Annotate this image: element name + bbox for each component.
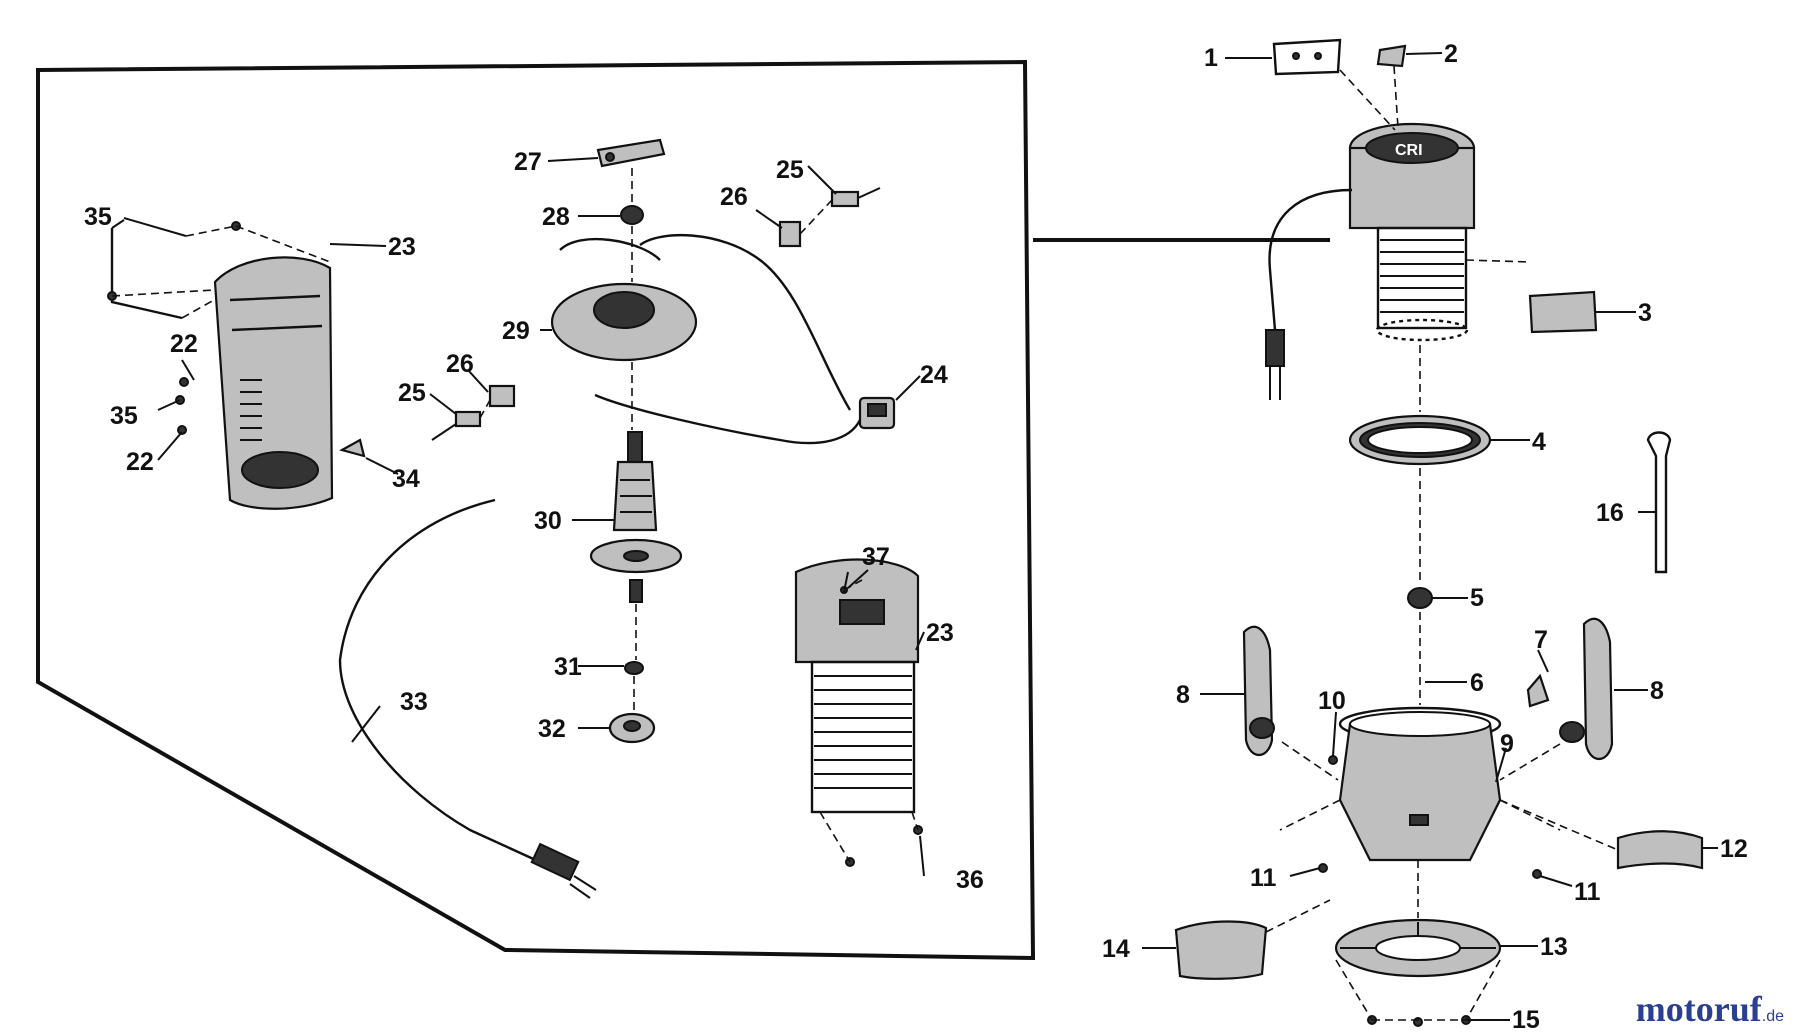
callout-28: 28 xyxy=(542,203,570,231)
callout-8-right: 8 xyxy=(1650,677,1664,705)
motor-housing: CRI xyxy=(1348,122,1476,342)
callout-3: 3 xyxy=(1638,299,1652,327)
watermark-tld: .de xyxy=(1761,1008,1784,1025)
callout-22-upper: 22 xyxy=(170,330,198,358)
chip-shield-14 xyxy=(1174,920,1268,980)
locking-ring xyxy=(1348,414,1492,466)
callout-9: 9 xyxy=(1500,730,1514,758)
callout-35-lower: 35 xyxy=(110,402,138,430)
bearing-32 xyxy=(608,712,656,744)
wrench-16 xyxy=(1646,431,1672,574)
brush-holder-24 xyxy=(858,396,896,430)
callout-1: 1 xyxy=(1204,44,1218,72)
brush-spring-27 xyxy=(596,138,666,168)
callout-23-left: 23 xyxy=(388,233,416,261)
callout-29: 29 xyxy=(502,317,530,345)
callout-16: 16 xyxy=(1596,499,1624,527)
callout-14: 14 xyxy=(1102,935,1130,963)
washer-31 xyxy=(624,661,644,675)
callout-24: 24 xyxy=(920,361,948,389)
housing-right-23 xyxy=(794,558,920,814)
callout-15: 15 xyxy=(1512,1006,1540,1034)
callout-4: 4 xyxy=(1532,428,1546,456)
callout-2: 2 xyxy=(1444,40,1458,68)
callout-numbers: 1 2 3 4 5 6 7 8 8 9 10 11 11 12 13 14 15… xyxy=(84,40,1748,1034)
field-29 xyxy=(550,237,698,362)
sub-base-13 xyxy=(1334,918,1502,978)
depth-knob-7 xyxy=(1526,673,1550,708)
callout-22-lower: 22 xyxy=(126,448,154,476)
depth-scale-12 xyxy=(1616,830,1704,870)
cooling-fins xyxy=(1380,239,1464,313)
label-plate-1 xyxy=(1272,38,1342,76)
collet-nut xyxy=(1407,587,1433,609)
callout-25-lower: 25 xyxy=(398,379,426,407)
callout-12: 12 xyxy=(1720,835,1748,863)
bearing-28 xyxy=(620,205,644,225)
callout-5: 5 xyxy=(1470,584,1484,612)
callout-26-upper: 26 xyxy=(720,183,748,211)
callout-31: 31 xyxy=(554,653,582,681)
handle-left xyxy=(1242,625,1275,757)
lead-wire-upper xyxy=(639,233,852,411)
armature-30 xyxy=(589,431,683,603)
watermark-brand: motoruf xyxy=(1635,989,1762,1029)
callout-34: 34 xyxy=(392,465,420,493)
callout-30: 30 xyxy=(534,507,562,535)
callout-6: 6 xyxy=(1470,669,1484,697)
callout-23-right: 23 xyxy=(926,619,954,647)
callout-10: 10 xyxy=(1318,687,1346,715)
callout-26-lower: 26 xyxy=(446,350,474,378)
callout-25-upper: 25 xyxy=(776,156,804,184)
callout-32: 32 xyxy=(538,715,566,743)
callout-35-upper: 35 xyxy=(84,203,112,231)
cap-25-lower xyxy=(431,410,482,441)
motor-assembly-frame xyxy=(36,59,1036,961)
svg-text:CRI: CRI xyxy=(1395,142,1423,159)
callout-13: 13 xyxy=(1540,933,1568,961)
callout-7: 7 xyxy=(1534,626,1548,654)
callout-bracket-35 xyxy=(110,228,183,320)
power-cord-33 xyxy=(338,498,597,899)
housing-left-23 xyxy=(213,256,334,510)
brush-26-lower xyxy=(488,384,516,408)
callout-36: 36 xyxy=(956,866,984,894)
label-3 xyxy=(1528,290,1598,334)
watermark-logo: motoruf.de xyxy=(1636,988,1784,1030)
callout-37: 37 xyxy=(862,543,890,571)
brush-26-upper xyxy=(778,220,802,248)
callout-11-left: 11 xyxy=(1250,864,1277,892)
router-base xyxy=(1338,706,1502,862)
callout-33: 33 xyxy=(400,688,428,716)
cap-25-upper xyxy=(830,187,881,208)
cap-2 xyxy=(1376,44,1407,68)
callout-27: 27 xyxy=(514,148,542,176)
callout-8-left: 8 xyxy=(1176,681,1190,709)
handle-right xyxy=(1559,617,1614,761)
power-cord-right xyxy=(1265,188,1353,400)
clip-34 xyxy=(339,438,366,458)
callout-11-right: 11 xyxy=(1574,878,1601,906)
